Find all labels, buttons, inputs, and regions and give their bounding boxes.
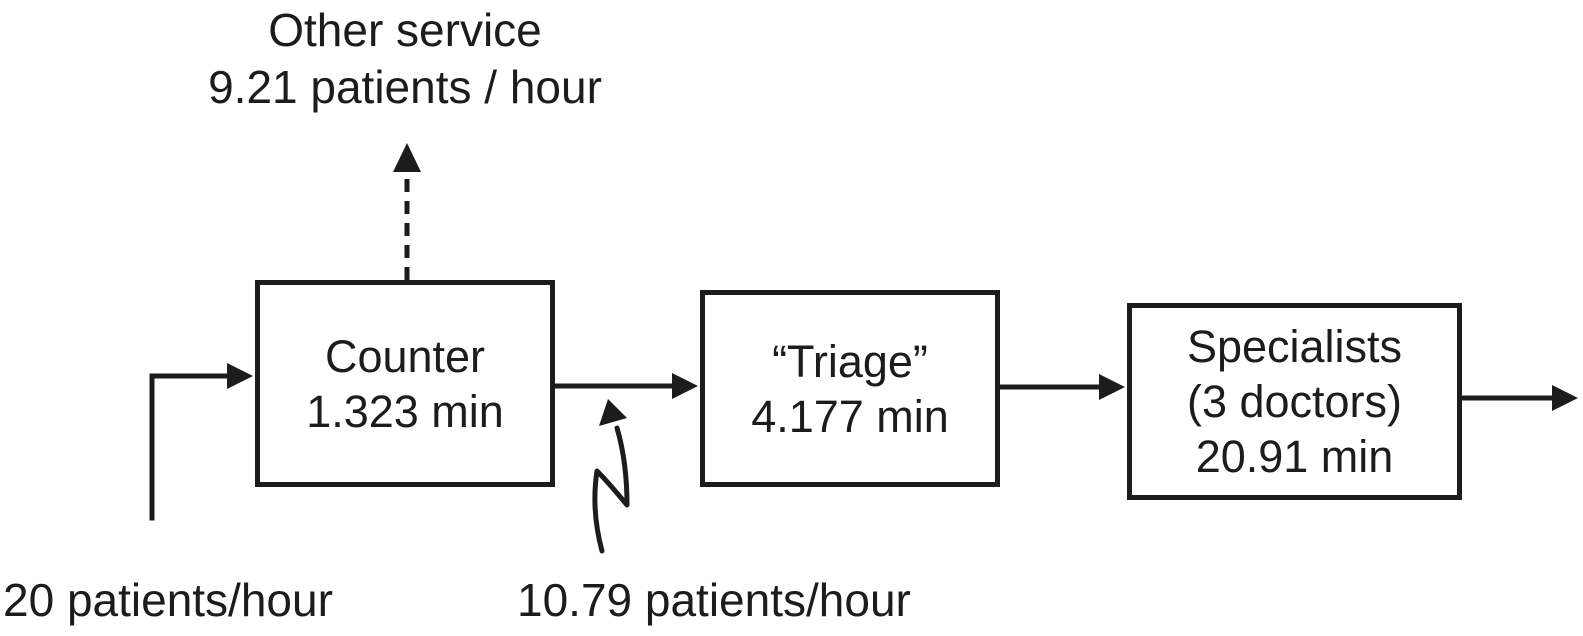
other-service-line1: Other service bbox=[268, 4, 542, 56]
counter-to-triage-arrow bbox=[555, 373, 698, 399]
label-intermediate-rate: 10.79 patients/hour bbox=[517, 574, 911, 626]
label-input-rate: 20 patients/hour bbox=[3, 574, 333, 626]
node-triage: “Triage” 4.177 min bbox=[700, 290, 1000, 487]
squiggle-arrowhead-icon bbox=[599, 399, 627, 426]
exit-arrowhead-icon bbox=[1552, 385, 1578, 411]
node-counter: Counter 1.323 min bbox=[255, 280, 555, 487]
squiggle-annotation-arrow bbox=[592, 399, 630, 554]
node-specialists-doctors: (3 doctors) bbox=[1186, 376, 1403, 427]
node-counter-time: 1.323 min bbox=[306, 385, 504, 437]
node-triage-title: “Triage” bbox=[772, 335, 928, 387]
node-specialists-time: 20.91 min bbox=[1195, 431, 1394, 482]
other-service-dashed-arrow bbox=[393, 143, 421, 280]
triage-to-specialists-arrowhead-icon bbox=[1099, 374, 1125, 400]
exit-arrow bbox=[1462, 385, 1578, 411]
other-service-line2: 9.21 patients / hour bbox=[208, 61, 602, 113]
input-arrow bbox=[149, 363, 253, 521]
node-counter-title: Counter bbox=[324, 330, 486, 382]
input-arrowhead-icon bbox=[227, 363, 253, 389]
node-specialists: Specialists (3 doctors) 20.91 min bbox=[1127, 303, 1462, 500]
node-triage-time: 4.177 min bbox=[751, 390, 949, 442]
triage-to-specialists-arrow bbox=[1000, 374, 1125, 400]
label-other-service: Other service 9.21 patients / hour bbox=[205, 2, 605, 116]
other-service-arrowhead-icon bbox=[393, 143, 421, 172]
counter-to-triage-arrowhead-icon bbox=[672, 373, 698, 399]
node-specialists-title: Specialists bbox=[1186, 321, 1403, 372]
